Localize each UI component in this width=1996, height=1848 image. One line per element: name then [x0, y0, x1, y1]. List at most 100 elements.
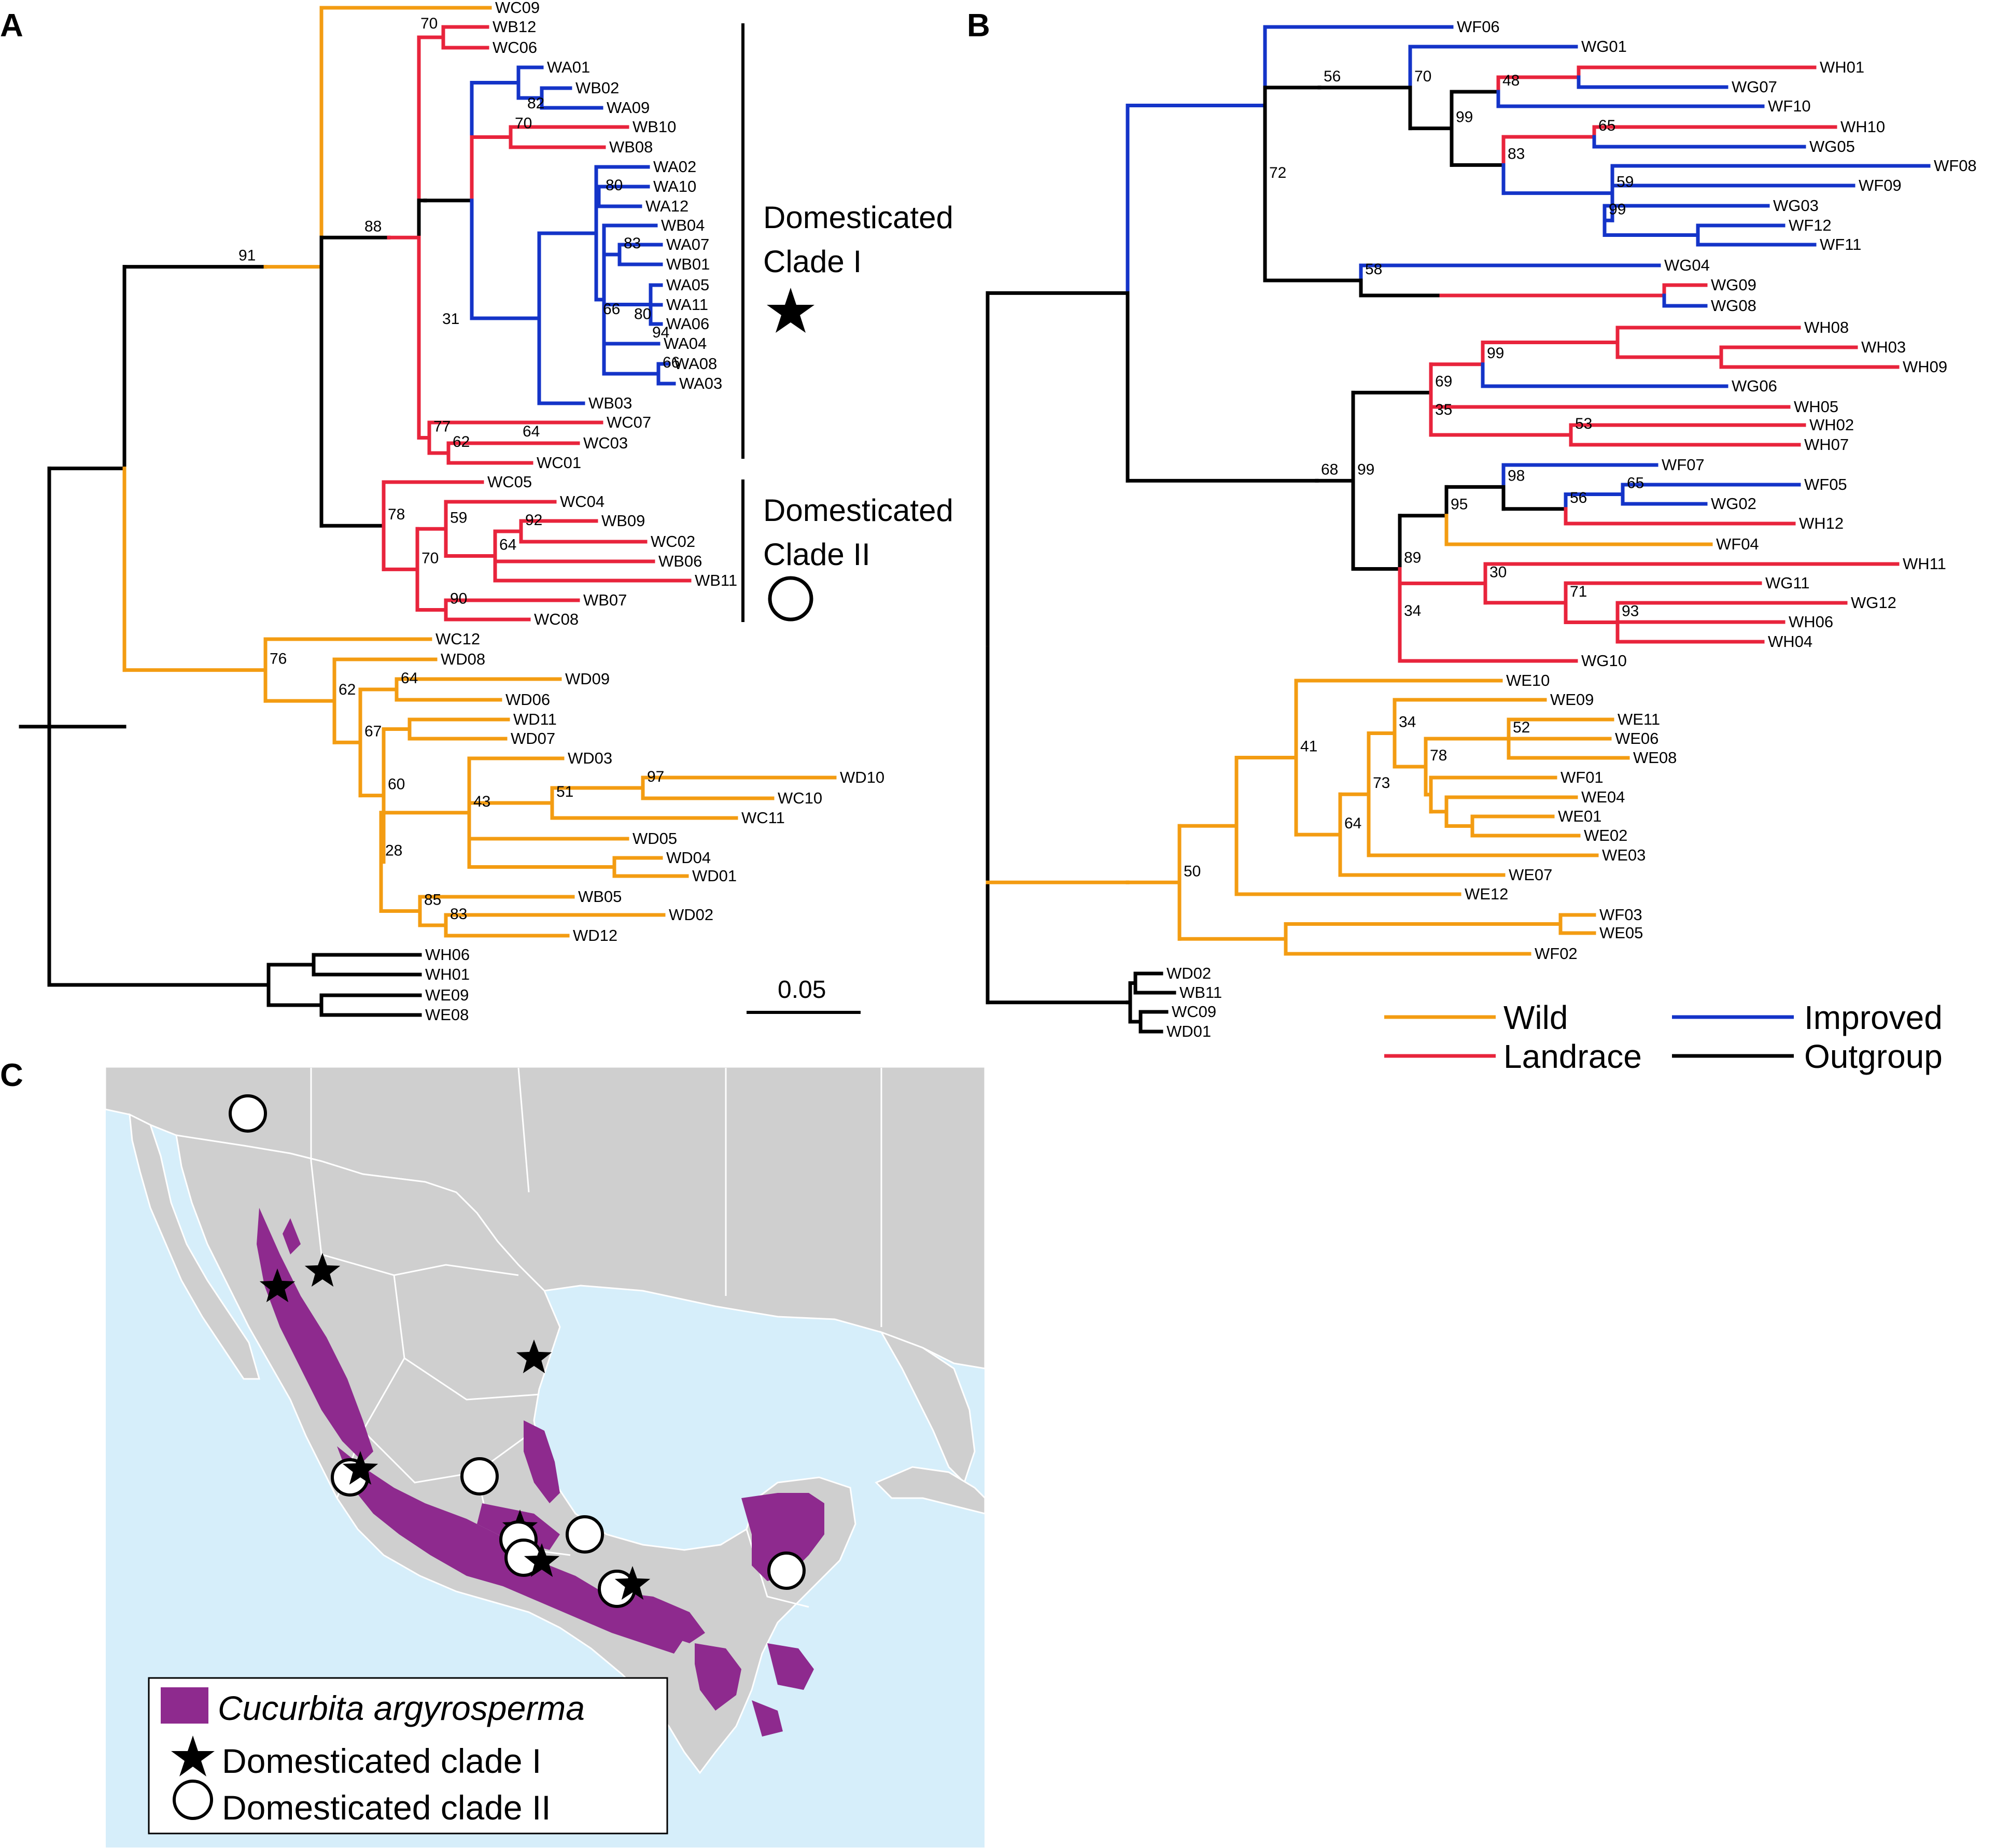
- tree-a-tip-label: WB03: [588, 394, 632, 412]
- star-icon: [342, 1451, 378, 1485]
- tree-a-support-value: 70: [515, 115, 532, 132]
- tree-a-tip-label: WC06: [493, 38, 537, 57]
- tree-b-tip-label: WE05: [1599, 924, 1643, 942]
- tree-a-support-value: 85: [424, 892, 441, 909]
- tree-a-tip-label: WB02: [575, 79, 619, 97]
- tree-b-tip-label: WF11: [1820, 235, 1861, 253]
- tree-a-tip-label: WA05: [666, 276, 709, 294]
- tree-b-support-value: 35: [1435, 401, 1452, 418]
- tree-a-support-value: 59: [450, 509, 467, 526]
- tree-b-support-value: 41: [1300, 738, 1317, 755]
- legend-clade-2-label: Domesticated clade II: [222, 1788, 551, 1827]
- land-baja: [129, 1113, 260, 1380]
- support-values-a: 9188703182706480668380946677627870596492…: [238, 15, 680, 923]
- tree-a-tip-label: WB10: [632, 118, 676, 136]
- tree-a-support-value: 70: [421, 549, 439, 567]
- tree-a-tip-label: WD02: [669, 906, 713, 924]
- tree-a-support-value: 66: [603, 301, 620, 318]
- tree-a-tip-label: WC04: [560, 492, 605, 511]
- tree-a-support-value: 80: [606, 177, 623, 194]
- land-cuba: [875, 1466, 985, 1515]
- tree-a-tip-label: WD05: [632, 829, 677, 848]
- tree-b-tip-label: WH02: [1809, 416, 1854, 434]
- tree-b-tip-label: WG05: [1809, 137, 1855, 156]
- tree-b-support-value: 69: [1435, 373, 1452, 390]
- tree-b-support-value: 99: [1357, 461, 1374, 478]
- tree-a-support-value: 94: [652, 324, 669, 341]
- tree-b-tip-label: WF07: [1662, 456, 1705, 474]
- tree-a-tip-label: WB11: [695, 571, 737, 589]
- clade-1-label-line2: Clade I: [763, 244, 862, 279]
- map-frame: [105, 1066, 986, 1848]
- tree-a-support-value: 78: [388, 506, 405, 523]
- tree-a-tip-label: WA11: [666, 295, 708, 314]
- tree-b-tip-label: WE04: [1581, 788, 1625, 806]
- tree-a-support-value: 82: [527, 95, 544, 112]
- tree-b-support-value: 48: [1502, 72, 1520, 89]
- panel-c: C: [0, 1057, 986, 1848]
- tree-a-tip-label: WC02: [651, 532, 695, 551]
- tree-a-tip-label: WA10: [653, 177, 696, 195]
- phylogeny-b: [986, 25, 1931, 1034]
- scale-bar-label: 0.05: [778, 976, 826, 1004]
- clade-2-label-line2: Clade II: [763, 537, 870, 572]
- tree-a-tip-label: WE08: [425, 1006, 469, 1024]
- star-icon: [516, 1339, 552, 1374]
- panel-b-label: B: [967, 8, 990, 44]
- tree-b-tip-label: WE07: [1509, 866, 1552, 884]
- tree-b-tip-label: WF08: [1934, 157, 1977, 175]
- map-legend-box: [148, 1677, 668, 1835]
- tree-a-tip-label: WB01: [666, 255, 710, 273]
- collection-sites: [229, 1094, 806, 1608]
- tree-b-tip-label: WE10: [1506, 671, 1550, 689]
- tree-a-tip-label: WC08: [534, 610, 579, 628]
- star-icon: [524, 1543, 560, 1577]
- tree-a-tip-label: WB04: [661, 216, 705, 234]
- tree-b-tip-label: WG12: [1851, 594, 1896, 612]
- tree-a-support-value: 92: [525, 512, 542, 529]
- tree-a-support-value: 64: [499, 537, 516, 554]
- tree-a-tip-label: WA01: [547, 58, 590, 76]
- legend-outgroup-label: Outgroup: [1804, 1038, 1943, 1075]
- tree-b-support-value: 89: [1404, 549, 1421, 566]
- tree-b-support-value: 71: [1570, 583, 1587, 600]
- star-icon: [767, 288, 814, 333]
- legend-landrace-label: Landrace: [1503, 1038, 1642, 1075]
- tree-b-support-value: 34: [1399, 713, 1416, 730]
- tree-a-tip-label: WH01: [425, 965, 470, 983]
- tree-b-tip-label: WH06: [1789, 613, 1833, 631]
- tree-b-tip-label: WG08: [1711, 297, 1756, 315]
- tree-a-support-value: 64: [523, 423, 540, 440]
- tree-b-tip-label: WG04: [1664, 256, 1710, 274]
- tree-b-tip-label: WH09: [1903, 358, 1947, 376]
- tree-a-support-value: 90: [450, 590, 467, 608]
- tree-a-tip-label: WB12: [493, 18, 536, 36]
- tip-labels-b: WF06WG01WH01WG07WF10WH10WG05WF08WF09WG03…: [1166, 18, 1977, 1040]
- tree-b-tip-label: WF01: [1561, 768, 1604, 786]
- tree-a-support-value: 76: [270, 651, 287, 668]
- tree-a-tip-label: WC12: [435, 630, 480, 648]
- star-icon: [171, 1736, 215, 1776]
- tree-b-tip-label: WG06: [1732, 377, 1777, 395]
- tree-a-tip-label: WD01: [692, 867, 737, 885]
- tree-b-tip-label: WF12: [1789, 216, 1832, 234]
- tree-a-tip-label: WC03: [583, 434, 628, 452]
- tree-b-support-value: 70: [1414, 68, 1431, 85]
- star-icon: [614, 1566, 651, 1600]
- tree-b-tip-label: WG03: [1773, 196, 1819, 215]
- tree-a-support-value: 66: [663, 354, 680, 371]
- tree-b-support-value: 56: [1324, 68, 1341, 85]
- circle-icon: [460, 1457, 499, 1496]
- tree-a-tip-label: WD11: [513, 710, 557, 728]
- tree-b-tip-label: WF09: [1859, 176, 1902, 194]
- tree-b-tip-label: WE06: [1615, 729, 1658, 747]
- tree-a-support-value: 91: [238, 247, 256, 264]
- tree-b-tip-label: WH12: [1799, 514, 1844, 532]
- tree-a-tip-label: WA02: [653, 158, 696, 176]
- clade-2-label-line1: Domesticated: [763, 493, 953, 528]
- tree-a-tip-label: WD07: [511, 729, 555, 747]
- tree-b-support-value: 65: [1627, 475, 1644, 492]
- tree-a-tip-label: WD12: [573, 926, 617, 944]
- tree-a-tip-label: WC10: [778, 789, 822, 807]
